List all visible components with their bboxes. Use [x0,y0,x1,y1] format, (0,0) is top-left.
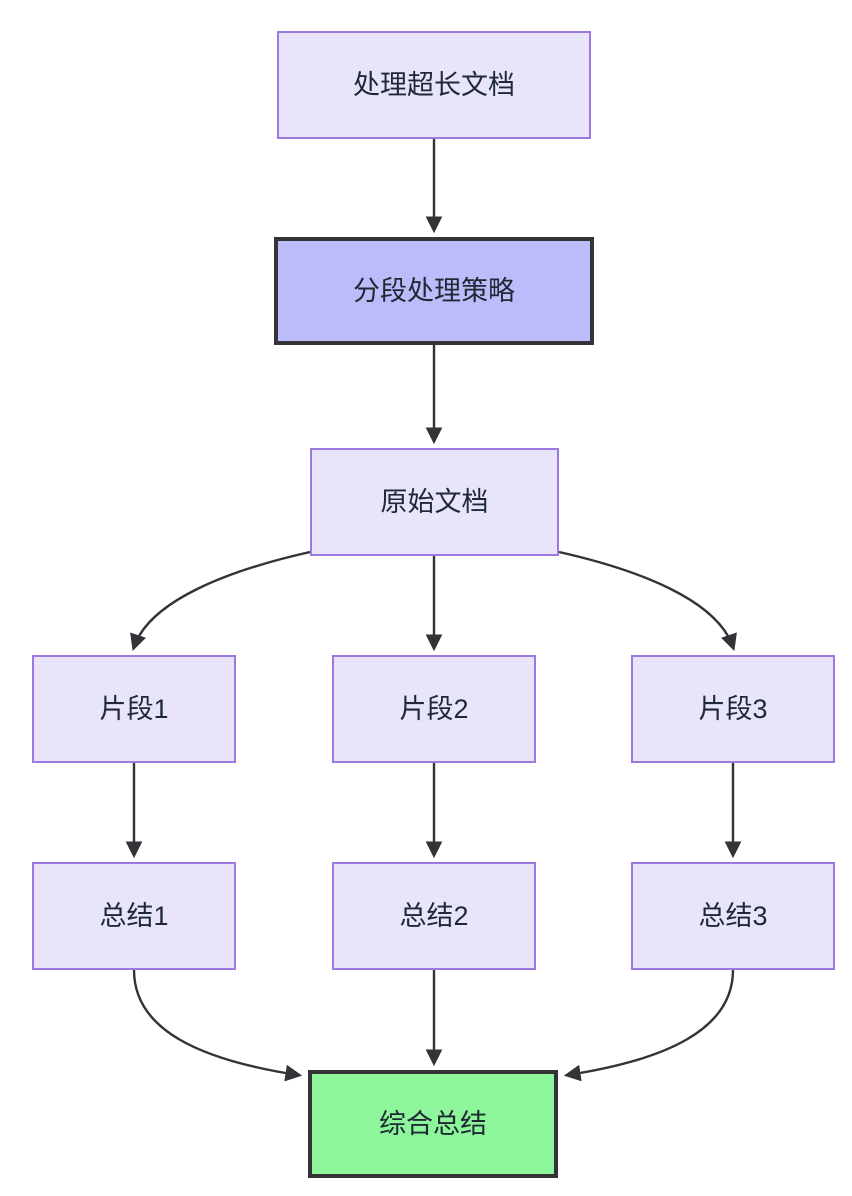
node-chunk-strategy[interactable]: 分段处理策略 [274,237,594,345]
node-fragment-1[interactable]: 片段1 [32,655,236,763]
node-label-fragment-3: 片段3 [698,693,768,724]
node-label-fragment-2: 片段2 [399,693,469,724]
node-label-chunk-strategy: 分段处理策略 [353,275,515,306]
node-label-summary-2: 总结2 [399,900,469,931]
node-label-final-summary: 综合总结 [379,1108,487,1139]
edge-summary-1-to-final-summary [132,969,303,1082]
node-fragment-2[interactable]: 片段2 [332,655,536,763]
edge-source-doc-to-fragment-3 [558,550,737,651]
node-label-source-doc: 原始文档 [380,486,489,517]
node-summary-1[interactable]: 总结1 [32,862,236,970]
node-label-long-doc: 处理超长文档 [353,69,515,100]
node-label-summary-3: 总结3 [698,900,768,931]
node-final-summary[interactable]: 综合总结 [308,1070,558,1178]
node-source-doc[interactable]: 原始文档 [310,448,559,556]
node-long-doc[interactable]: 处理超长文档 [277,31,591,139]
edge-summary-3-to-final-summary [563,969,735,1082]
node-summary-3[interactable]: 总结3 [631,862,835,970]
node-label-fragment-1: 片段1 [99,693,169,724]
node-fragment-3[interactable]: 片段3 [631,655,835,763]
edge-source-doc-to-fragment-1 [130,550,311,651]
node-summary-2[interactable]: 总结2 [332,862,536,970]
node-label-summary-1: 总结1 [99,900,169,931]
